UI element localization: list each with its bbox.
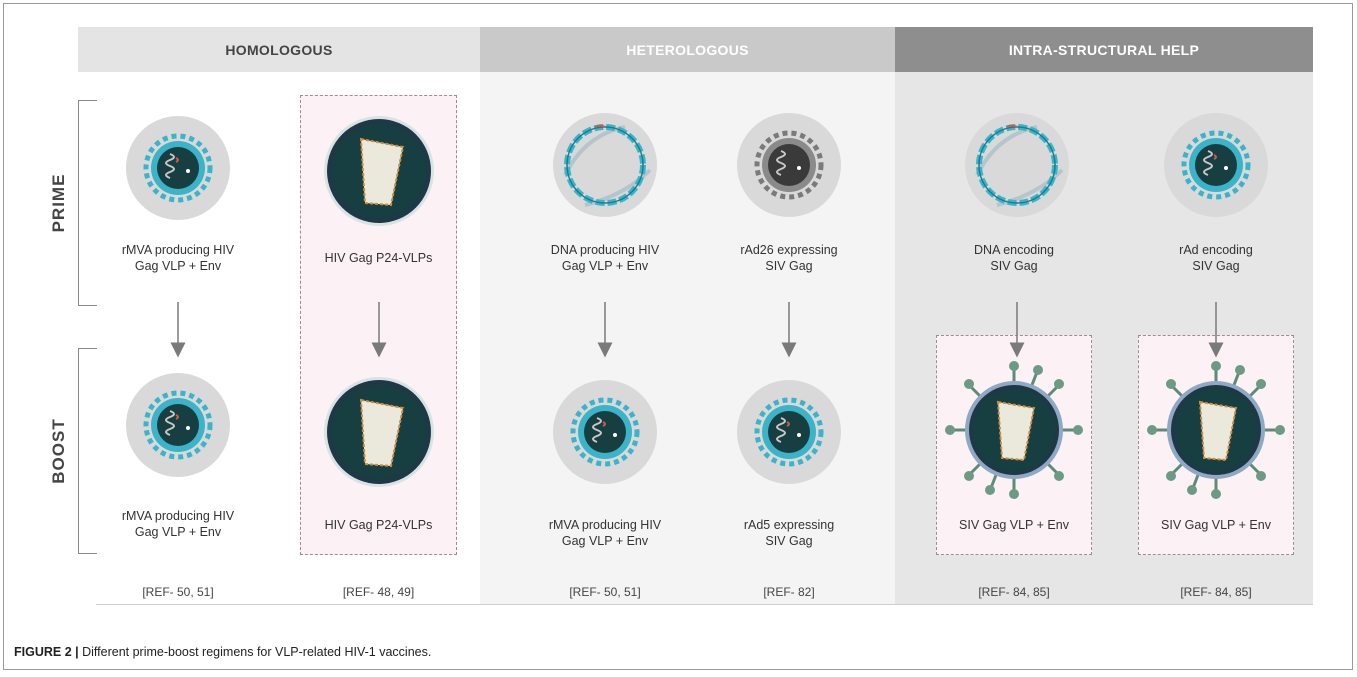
arrow-col1 (170, 302, 186, 358)
mva-virus-icon (123, 113, 233, 223)
mva-virus-icon (734, 377, 844, 487)
figure-caption-text: Different prime-boost regimens for VLP-r… (78, 645, 432, 659)
prime-caption-col4: rAd26 expressing SIV Gag (740, 243, 838, 273)
boost-caption-col6: SIV Gag VLP + Env (1161, 518, 1271, 532)
ref-col4: [REF- 82] (763, 585, 815, 599)
mva-virus-icon (123, 370, 233, 480)
arrow-col3 (597, 302, 613, 358)
arrow-col4 (781, 302, 797, 358)
prime-caption-col1: rMVA producing HIV Gag VLP + Env (121, 243, 235, 273)
dna-plasmid-icon (962, 110, 1072, 220)
figure-frame (3, 3, 1353, 670)
figure-caption-label: FIGURE 2 | (14, 645, 79, 659)
prime-caption-col6: rAd encoding SIV Gag (1179, 243, 1253, 273)
ref-col5: [REF- 84, 85] (978, 585, 1050, 599)
ref-col2: [REF- 48, 49] (342, 585, 415, 599)
siv-vlp-env-icon (943, 359, 1085, 501)
header-heterologous: HETEROLOGOUS (480, 27, 895, 72)
boost-caption-col2: HIV Gag P24-VLPs (324, 518, 433, 532)
dna-plasmid-icon (550, 110, 660, 220)
p24-vlp-icon (323, 115, 435, 227)
boost-bracket (78, 348, 97, 554)
boost-caption-col1: rMVA producing HIV Gag VLP + Env (121, 509, 235, 539)
header-homologous: HOMOLOGOUS (78, 27, 480, 72)
prime-bracket (78, 100, 97, 306)
ref-col3: [REF- 50, 51] (569, 585, 641, 599)
boost-caption-col5: SIV Gag VLP + Env (959, 518, 1069, 532)
adenovirus-icon (734, 110, 844, 220)
ref-col1: [REF- 50, 51] (142, 585, 214, 599)
arrow-col5 (1009, 302, 1025, 358)
prime-caption-col5: DNA encoding SIV Gag (974, 243, 1054, 273)
p24-vlp-icon (323, 376, 435, 488)
reference-baseline (96, 604, 1313, 605)
mva-virus-icon (1161, 110, 1271, 220)
siv-vlp-env-icon (1145, 359, 1287, 501)
prime-caption-col3: DNA producing HIV Gag VLP + Env (550, 243, 660, 273)
prime-caption-col2: HIV Gag P24-VLPs (324, 251, 433, 265)
ref-col6: [REF- 84, 85] (1180, 585, 1252, 599)
boost-caption-col3: rMVA producing HIV Gag VLP + Env (548, 518, 662, 548)
figure-caption: FIGURE 2 | Different prime-boost regimen… (14, 645, 431, 659)
mva-virus-icon (550, 377, 660, 487)
boost-caption-col4: rAd5 expressing SIV Gag (743, 518, 835, 548)
boost-label: BOOST (49, 418, 68, 484)
arrow-col2 (371, 302, 387, 358)
arrow-col6 (1208, 302, 1224, 358)
header-intra-structural-help: INTRA-STRUCTURAL HELP (895, 27, 1313, 72)
prime-label: PRIME (49, 173, 68, 233)
